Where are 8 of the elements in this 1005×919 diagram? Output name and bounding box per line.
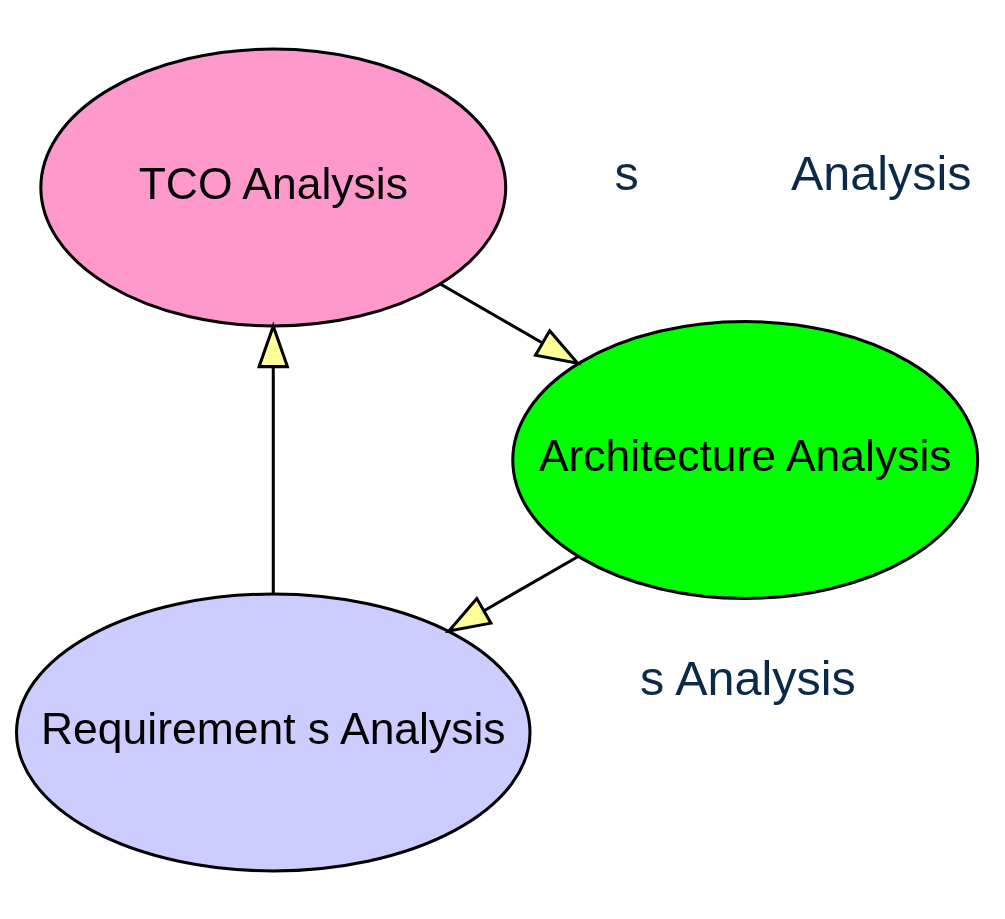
label: s Analysis <box>640 650 856 705</box>
arrow <box>439 282 582 366</box>
label: s <box>614 145 639 200</box>
label: Analysis <box>791 145 972 200</box>
node-ellipse: TCO Analysis <box>39 47 508 327</box>
arrow <box>444 554 579 633</box>
node-ellipse: Architecture Analysis <box>511 319 980 600</box>
arrow <box>257 321 290 594</box>
